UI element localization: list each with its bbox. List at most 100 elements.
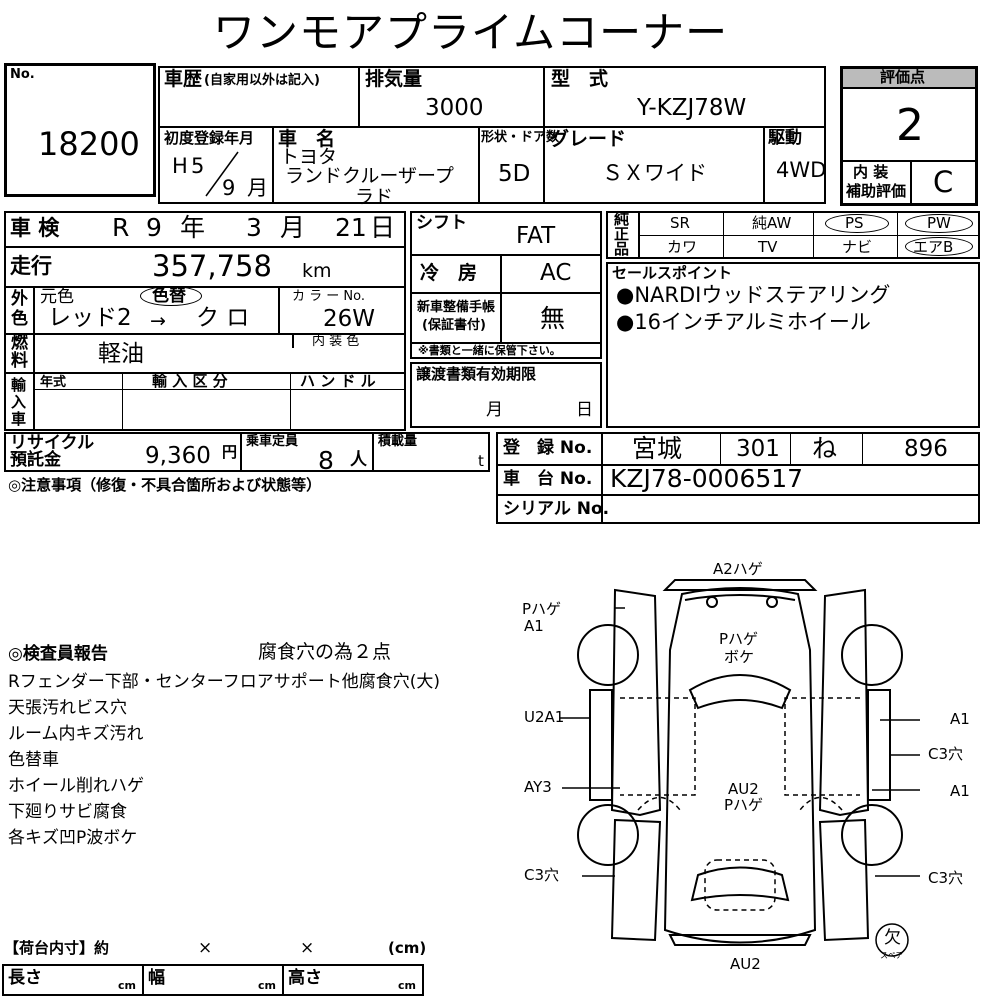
report-line-7: 各キズ凹P波ボケ (8, 828, 138, 848)
interior-color-label: 内 装 色 (312, 334, 360, 349)
inspection-year: 9 (146, 213, 162, 242)
first-reg-month: 9 (222, 176, 236, 200)
registration-number: 896 (904, 436, 948, 462)
equipment-pw: PW (927, 214, 951, 232)
registration-kana: ね (812, 434, 838, 463)
car-name-label: 車 名 (278, 128, 336, 150)
mileage-unit: km (302, 260, 332, 282)
cargo-x2: × (300, 938, 315, 958)
diag-left-2: AY3 (524, 778, 552, 796)
equipment-side-label: 純正品 (614, 210, 630, 258)
diag-right-1: A1 (950, 710, 970, 728)
serial-label: シリアル No. (503, 499, 610, 519)
diag-center-2: Pハゲ (724, 796, 764, 814)
color-value: レッド2 (48, 305, 132, 331)
equipment-aw: 純AW (752, 214, 792, 232)
top-grid (158, 66, 826, 204)
diag-spare-2: スペア (880, 951, 904, 960)
report-label: ◎検査員報告 (8, 644, 108, 664)
shift-label: シフト (416, 213, 467, 233)
diag-front-left-2: A1 (524, 617, 544, 635)
rating-box (840, 66, 978, 206)
import-class-label: 輸 入 区 分 (152, 372, 228, 390)
transfer-month: 月 (486, 400, 503, 420)
registration-label: 登 録 No. (503, 438, 593, 458)
displacement-value: 3000 (425, 95, 484, 121)
no-value: 18200 (38, 125, 140, 163)
report-line-6: 下廻りサビ腐食 (8, 802, 127, 822)
capacity-unit: 人 (350, 450, 367, 470)
displacement-label: 排気量 (365, 68, 423, 90)
sales-point-1: ●NARDIウッドステアリング (616, 283, 891, 307)
diag-spare-1: 欠 (884, 928, 901, 948)
report-reason: 腐食穴の為２点 (258, 641, 392, 663)
first-reg-year: 5 (191, 154, 205, 178)
chassis-value: KZJ78-0006517 (610, 464, 804, 493)
rating-label: 評価点 (880, 68, 926, 86)
fuel-value: 軽油 (98, 341, 144, 367)
color-orig-label: 元色 (40, 287, 74, 307)
cargo-unit: (cm) (388, 939, 427, 957)
interior-value: C (933, 165, 954, 199)
doors-label: 形状・ドア数 (481, 130, 560, 145)
ac-label: 冷 房 (420, 262, 478, 284)
transfer-label: 譲渡書類有効期限 (416, 365, 537, 383)
equipment-airbag: エアB (913, 238, 954, 256)
left-block (4, 211, 406, 431)
sales-point-2: ●16インチアルミホイール (616, 310, 871, 334)
manual-note: ※書類と一緒に保管下さい。 (418, 344, 561, 357)
interior-label-1: 内 装 (853, 163, 889, 181)
inspection-month: 3 (246, 213, 262, 242)
cargo-length-cm: cm (118, 979, 136, 992)
manual-label-2: (保証書付) (422, 318, 486, 333)
capacity-label: 乗車定員 (246, 434, 299, 449)
recycle-label-2: 預託金 (10, 450, 61, 470)
first-reg-month-unit: 月 (247, 176, 268, 200)
equipment-tv: TV (758, 238, 778, 256)
model-label: 型 式 (551, 68, 609, 90)
drive-value: 4WD (776, 158, 827, 182)
inspection-day-unit: 日 (370, 213, 396, 242)
color-new-value: ク ロ (196, 305, 250, 331)
interior-label-2: 補助評価 (846, 182, 907, 200)
equipment-leather: カワ (667, 238, 698, 256)
notes-label: ◎注意事項（修復・不具合箇所および状態等） (8, 476, 322, 494)
sales-box (606, 262, 980, 428)
load-unit: t (478, 452, 484, 470)
no-label: No. (10, 67, 35, 82)
recycle-row (4, 432, 490, 472)
grade-label: グレード (550, 128, 627, 150)
inspection-era: R (112, 213, 130, 242)
car-name-line1: トヨタ (280, 146, 338, 168)
manual-value: 無 (540, 304, 566, 333)
report-line-3: ルーム内キズ汚れ (8, 724, 144, 744)
diag-right-2: C3穴 (928, 745, 964, 763)
import-year-label: 年式 (40, 375, 67, 390)
report-line-5: ホイール削れハゲ (8, 776, 144, 796)
drive-label: 駆動 (768, 128, 802, 148)
cargo-height-cm: cm (398, 979, 416, 992)
inspection-label: 車 検 (10, 216, 60, 240)
diag-center-1: AU2 (728, 780, 759, 798)
inspection-day: 21 (335, 213, 367, 242)
report-line-2: 天張汚れビス穴 (8, 698, 127, 718)
color-side-2: 色 (11, 309, 28, 329)
ac-value: AC (540, 260, 572, 286)
car-name-line2: ランドクルーザープ (285, 165, 454, 187)
grade-value: ＳＸワイド (602, 161, 707, 185)
fuel-side-2: 料 (11, 351, 28, 371)
cargo-height: 高さ (288, 968, 322, 988)
report-line-1: Rフェンダー下部・センターフロアサポート他腐食穴(大) (8, 672, 441, 692)
page-title: ワンモアプライムコーナー (213, 8, 729, 57)
first-reg-slash (205, 151, 239, 197)
history-label: 車歴 (164, 68, 203, 90)
first-reg-era: H (172, 154, 188, 178)
diag-front-left-1: Pハゲ (522, 600, 562, 618)
recycle-value: 9,360 (145, 443, 211, 469)
shift-value: FAT (516, 223, 556, 249)
diag-bottom: AU2 (730, 955, 761, 973)
first-reg-label: 初度登録年月 (164, 129, 255, 147)
transfer-day: 日 (576, 400, 593, 420)
capacity-value: 8 (318, 446, 334, 475)
color-side-1: 外 (11, 289, 28, 309)
